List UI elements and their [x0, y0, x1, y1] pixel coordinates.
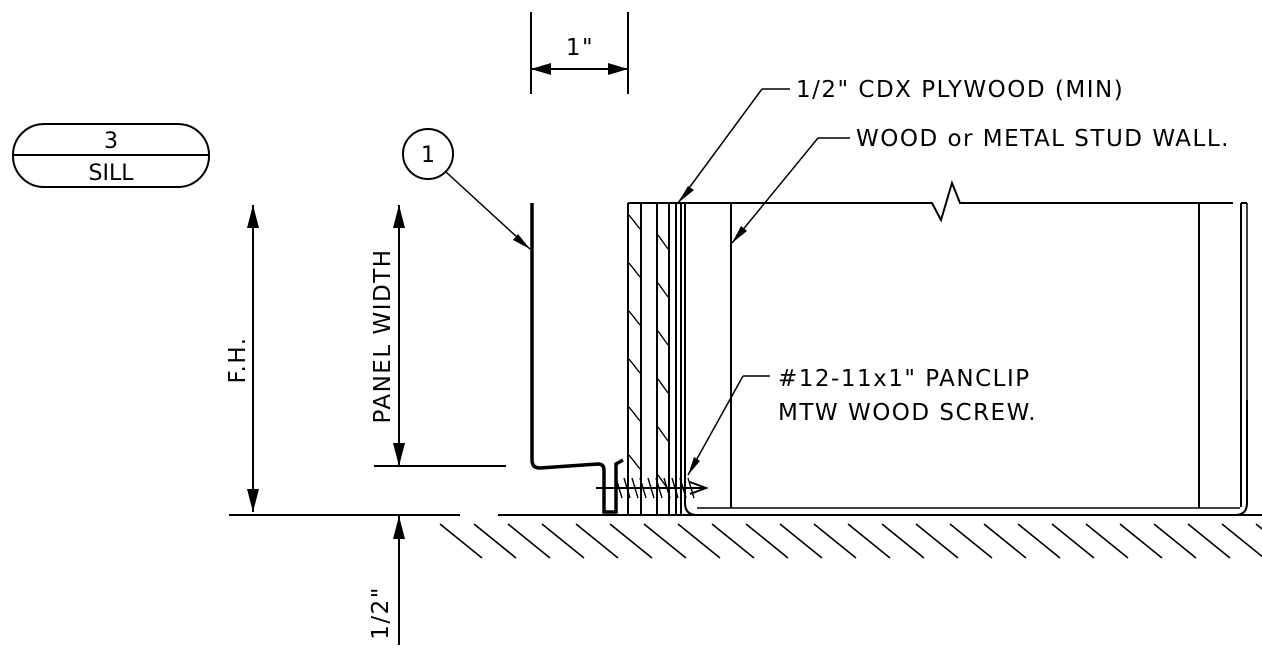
fh-dimension-label: F.H. [225, 336, 251, 383]
ground-hatch-line [779, 523, 823, 559]
screw-thread-line [671, 477, 679, 499]
screw-note-line1: #12-11x1" PANCLIP [778, 366, 1031, 392]
ground-hatch-line [439, 523, 483, 559]
screw-thread-line [615, 477, 623, 499]
stud-wall-section [657, 179, 1248, 516]
plywood-note: 1/2" CDX PLYWOOD (MIN) [677, 77, 1124, 204]
screw-thread-line [663, 477, 671, 499]
screw-thread-line [647, 477, 655, 499]
ground-hatch-line [507, 523, 551, 559]
gap-dimension-label: 1" [566, 35, 594, 61]
plywood-hatch-line [628, 310, 641, 326]
panel-profile [530, 203, 624, 514]
plywood-hatch-line [628, 454, 641, 470]
ground-hatch-line [1051, 523, 1095, 559]
fh-dimension: F.H. [225, 205, 259, 512]
plywood-hatch-line [628, 214, 641, 230]
callout-1: 1 [402, 128, 531, 250]
ground-hatch-line [983, 523, 1027, 559]
detail-tag: 3 SILL [12, 123, 210, 188]
plywood-hatch-line [628, 358, 641, 374]
panel-width-dimension: PANEL WIDTH [370, 205, 506, 467]
plywood-hatch-line [628, 262, 641, 278]
ground-hatch-line [609, 523, 653, 559]
ground-hatch-line [949, 523, 993, 559]
panel-width-label: PANEL WIDTH [370, 248, 396, 423]
ground-hatch [439, 523, 1262, 559]
ground-hatch-line [711, 523, 755, 559]
ground-hatch-line [1187, 523, 1231, 559]
plywood-hatch-line [628, 406, 641, 422]
plywood-hatch-line [657, 234, 669, 250]
ground-hatch-line [1119, 523, 1163, 559]
screw-thread-line [679, 477, 687, 499]
screw-note-line2: MTW WOOD SCREW. [778, 400, 1037, 426]
ground-hatch-line [813, 523, 857, 559]
ground-hatch-line [643, 523, 687, 559]
ground-hatch-line [915, 523, 959, 559]
ground-hatch-line [745, 523, 789, 559]
screw-thread-line [639, 477, 647, 499]
half-inch-dimension: 1/2" [368, 516, 405, 645]
screw-thread-line [631, 477, 639, 499]
stud-wall-note-label: WOOD or METAL STUD WALL. [856, 126, 1230, 152]
plywood-hatch-line [657, 282, 669, 298]
ground-hatch-line [1153, 523, 1197, 559]
stud-wall-note: WOOD or METAL STUD WALL. [731, 126, 1230, 244]
ground-hatch-line [473, 523, 517, 559]
ground-hatch-line [1017, 523, 1061, 559]
plywood-hatch-line [657, 330, 669, 346]
plywood-hatch-line [657, 426, 669, 442]
ground-hatch-line [541, 523, 585, 559]
screw-thread-line [655, 477, 663, 499]
gap-dimension: 1" [530, 12, 629, 94]
callout-1-number: 1 [421, 143, 435, 168]
panclip-screw [596, 477, 709, 499]
ground-hatch-line [881, 523, 925, 559]
screw-note: #12-11x1" PANCLIP MTW WOOD SCREW. [687, 366, 1037, 476]
ground-hatch-line [677, 523, 721, 559]
plywood-note-label: 1/2" CDX PLYWOOD (MIN) [796, 77, 1124, 103]
ground-hatch-line [1221, 523, 1262, 558]
screw-thread-line [687, 477, 695, 499]
sheathing-layers [627, 202, 682, 515]
ground-hatch-line [847, 523, 891, 559]
plywood-hatch-line [657, 378, 669, 394]
detail-tag-number: 3 [104, 129, 118, 154]
detail-tag-title: SILL [89, 161, 135, 186]
ground-hatch-line [1085, 523, 1129, 559]
ground-hatch-line [575, 523, 619, 559]
half-inch-label: 1/2" [368, 586, 394, 640]
screw-thread-line [623, 477, 631, 499]
